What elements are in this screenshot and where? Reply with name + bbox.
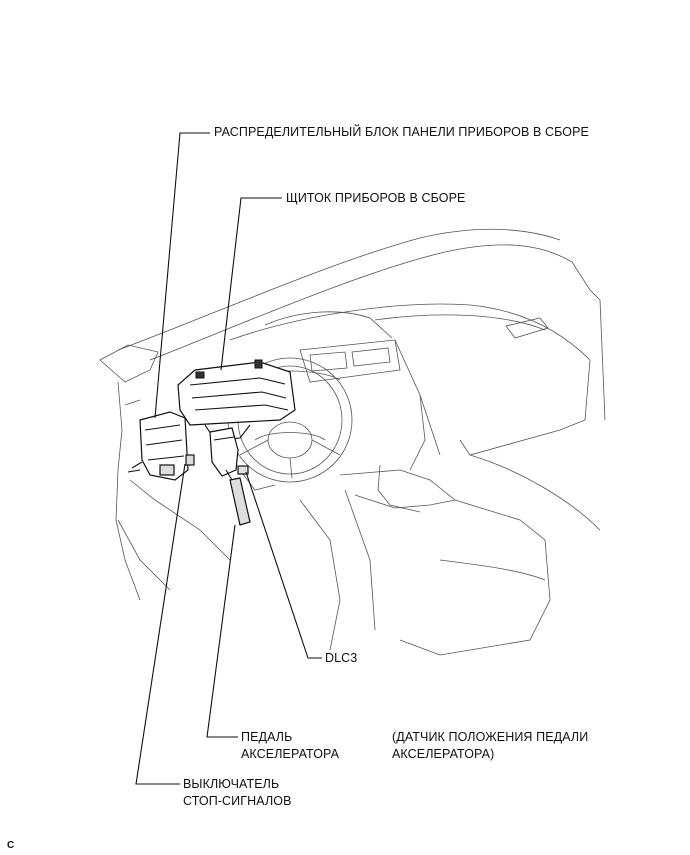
leader-combination-meter — [220, 197, 282, 371]
label-pedal-sensor-line1: (ДАТЧИК ПОЛОЖЕНИЯ ПЕДАЛИ — [392, 730, 589, 744]
accelerator-pedal-part — [185, 427, 251, 526]
label-dlc3: DLC3 — [325, 651, 358, 665]
junction-block-part — [127, 411, 189, 481]
label-stop-light-switch-line2: СТОП-СИГНАЛОВ — [183, 794, 292, 808]
label-combination-meter: ЩИТОК ПРИБОРОВ В СБОРЕ — [286, 191, 466, 205]
leader-lines — [135, 132, 322, 785]
leader-junction-block — [154, 132, 210, 419]
leader-accelerator-pedal — [206, 524, 238, 738]
label-accelerator-pedal-line1: ПЕДАЛЬ — [241, 730, 293, 744]
label-stop-light-switch: ВЫКЛЮЧАТЕЛЬ СТОП-СИГНАЛОВ — [183, 776, 292, 810]
corner-code: C — [7, 840, 15, 851]
label-accelerator-pedal: ПЕДАЛЬ АКСЕЛЕРАТОРА — [241, 729, 339, 763]
label-pedal-sensor-line2: АКСЕЛЕРАТОРА) — [392, 747, 495, 761]
leader-stop-light-switch — [135, 463, 186, 785]
label-stop-light-switch-line1: ВЫКЛЮЧАТЕЛЬ — [183, 777, 280, 791]
label-accelerator-pedal-line2: АКСЕЛЕРАТОРА — [241, 747, 340, 761]
label-junction-block: РАСПРЕДЕЛИТЕЛЬНЫЙ БЛОК ПАНЕЛИ ПРИБОРОВ В… — [214, 125, 589, 139]
leader-dlc3 — [245, 471, 322, 659]
combination-meter-part — [177, 359, 296, 441]
label-pedal-sensor: (ДАТЧИК ПОЛОЖЕНИЯ ПЕДАЛИ АКСЕЛЕРАТОРА) — [392, 729, 588, 763]
